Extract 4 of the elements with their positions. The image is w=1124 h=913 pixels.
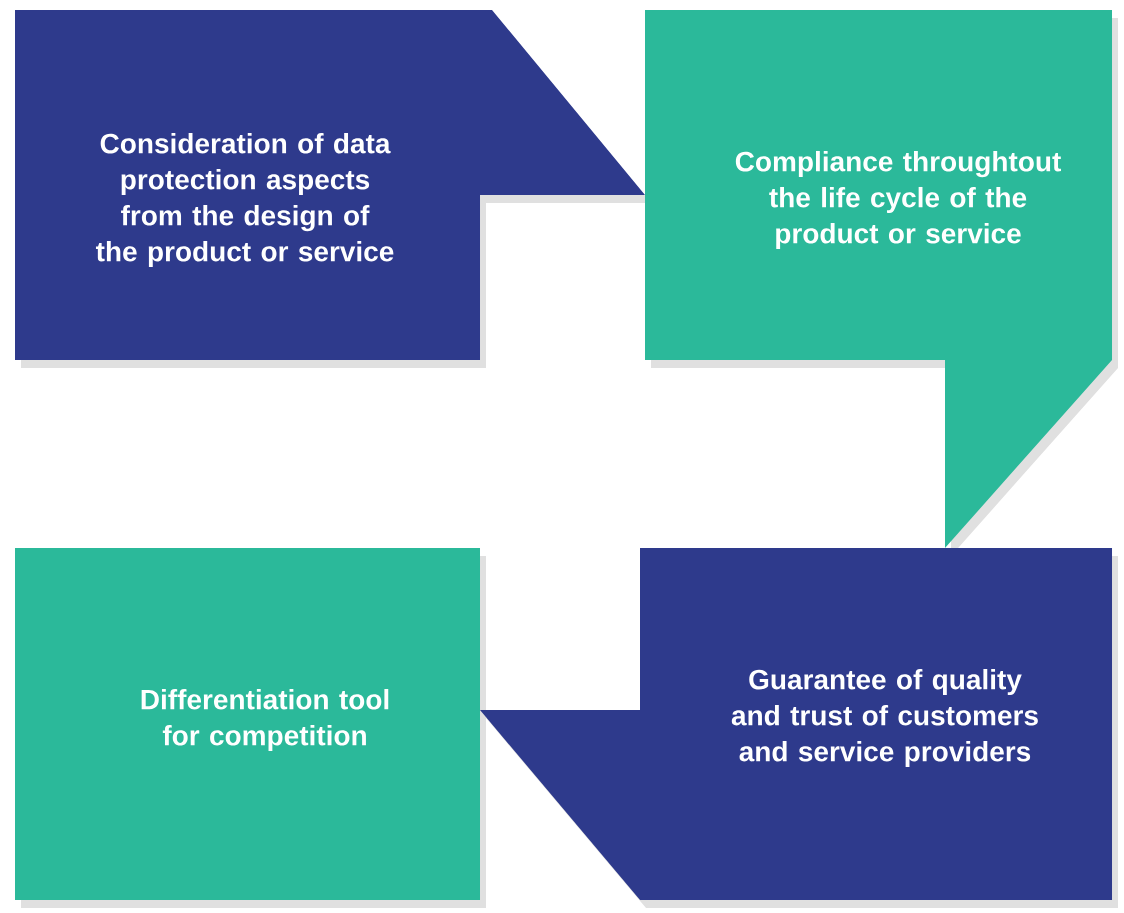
callout-box: Differentiation tool for competition [15, 548, 486, 908]
callout-box: Consideration of data protection aspects from the design of the product or service [15, 10, 651, 368]
callout-box: Guarantee of quality and trust of customers and service providers [480, 548, 1118, 908]
callout-box: Compliance throughtout the life cycle of the product or service [645, 10, 1118, 556]
